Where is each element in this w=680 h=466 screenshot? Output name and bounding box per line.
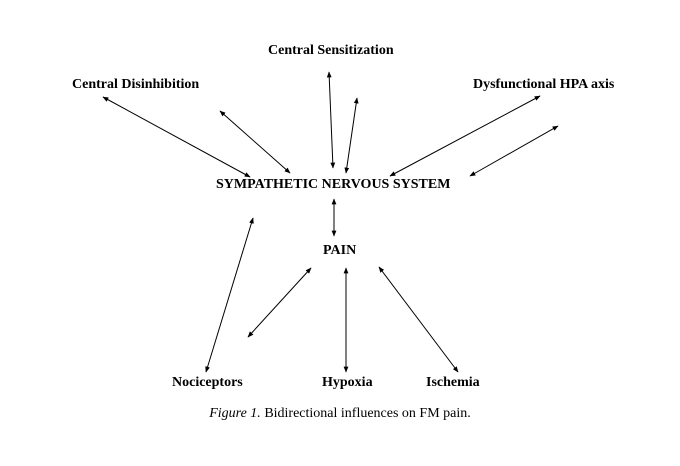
arrow-disinhibition-sns-return [219,110,291,174]
arrow-hpa-sns [389,95,541,177]
node-pain: PAIN [323,243,357,258]
figure-caption-text: Bidirectional influences on FM pain. [264,406,471,421]
arrow-pain-nociceptors [247,267,312,338]
arrow-sensitization-sns-return [344,97,359,174]
node-dysfunctional-hpa-axis: Dysfunctional HPA axis [473,77,615,92]
arrow-hpa-sns-return [469,125,559,177]
node-central-sensitization: Central Sensitization [268,43,394,58]
node-sympathetic-nervous-system: SYMPATHETIC NERVOUS SYSTEM [216,177,451,192]
node-nociceptors: Nociceptors [172,375,243,390]
arrow-nociceptors-sns [205,217,254,373]
arrow-pain-ischemia [378,266,459,373]
node-ischemia: Ischemia [426,375,480,390]
figure-label: Figure 1. [209,406,261,421]
arrow-disinhibition-sns [102,96,251,178]
arrow-sensitization-sns [326,71,336,169]
node-hypoxia: Hypoxia [322,375,373,390]
figure-caption: Figure 1. Bidirectional influences on FM… [0,406,680,422]
node-central-disinhibition: Central Disinhibition [72,77,200,92]
